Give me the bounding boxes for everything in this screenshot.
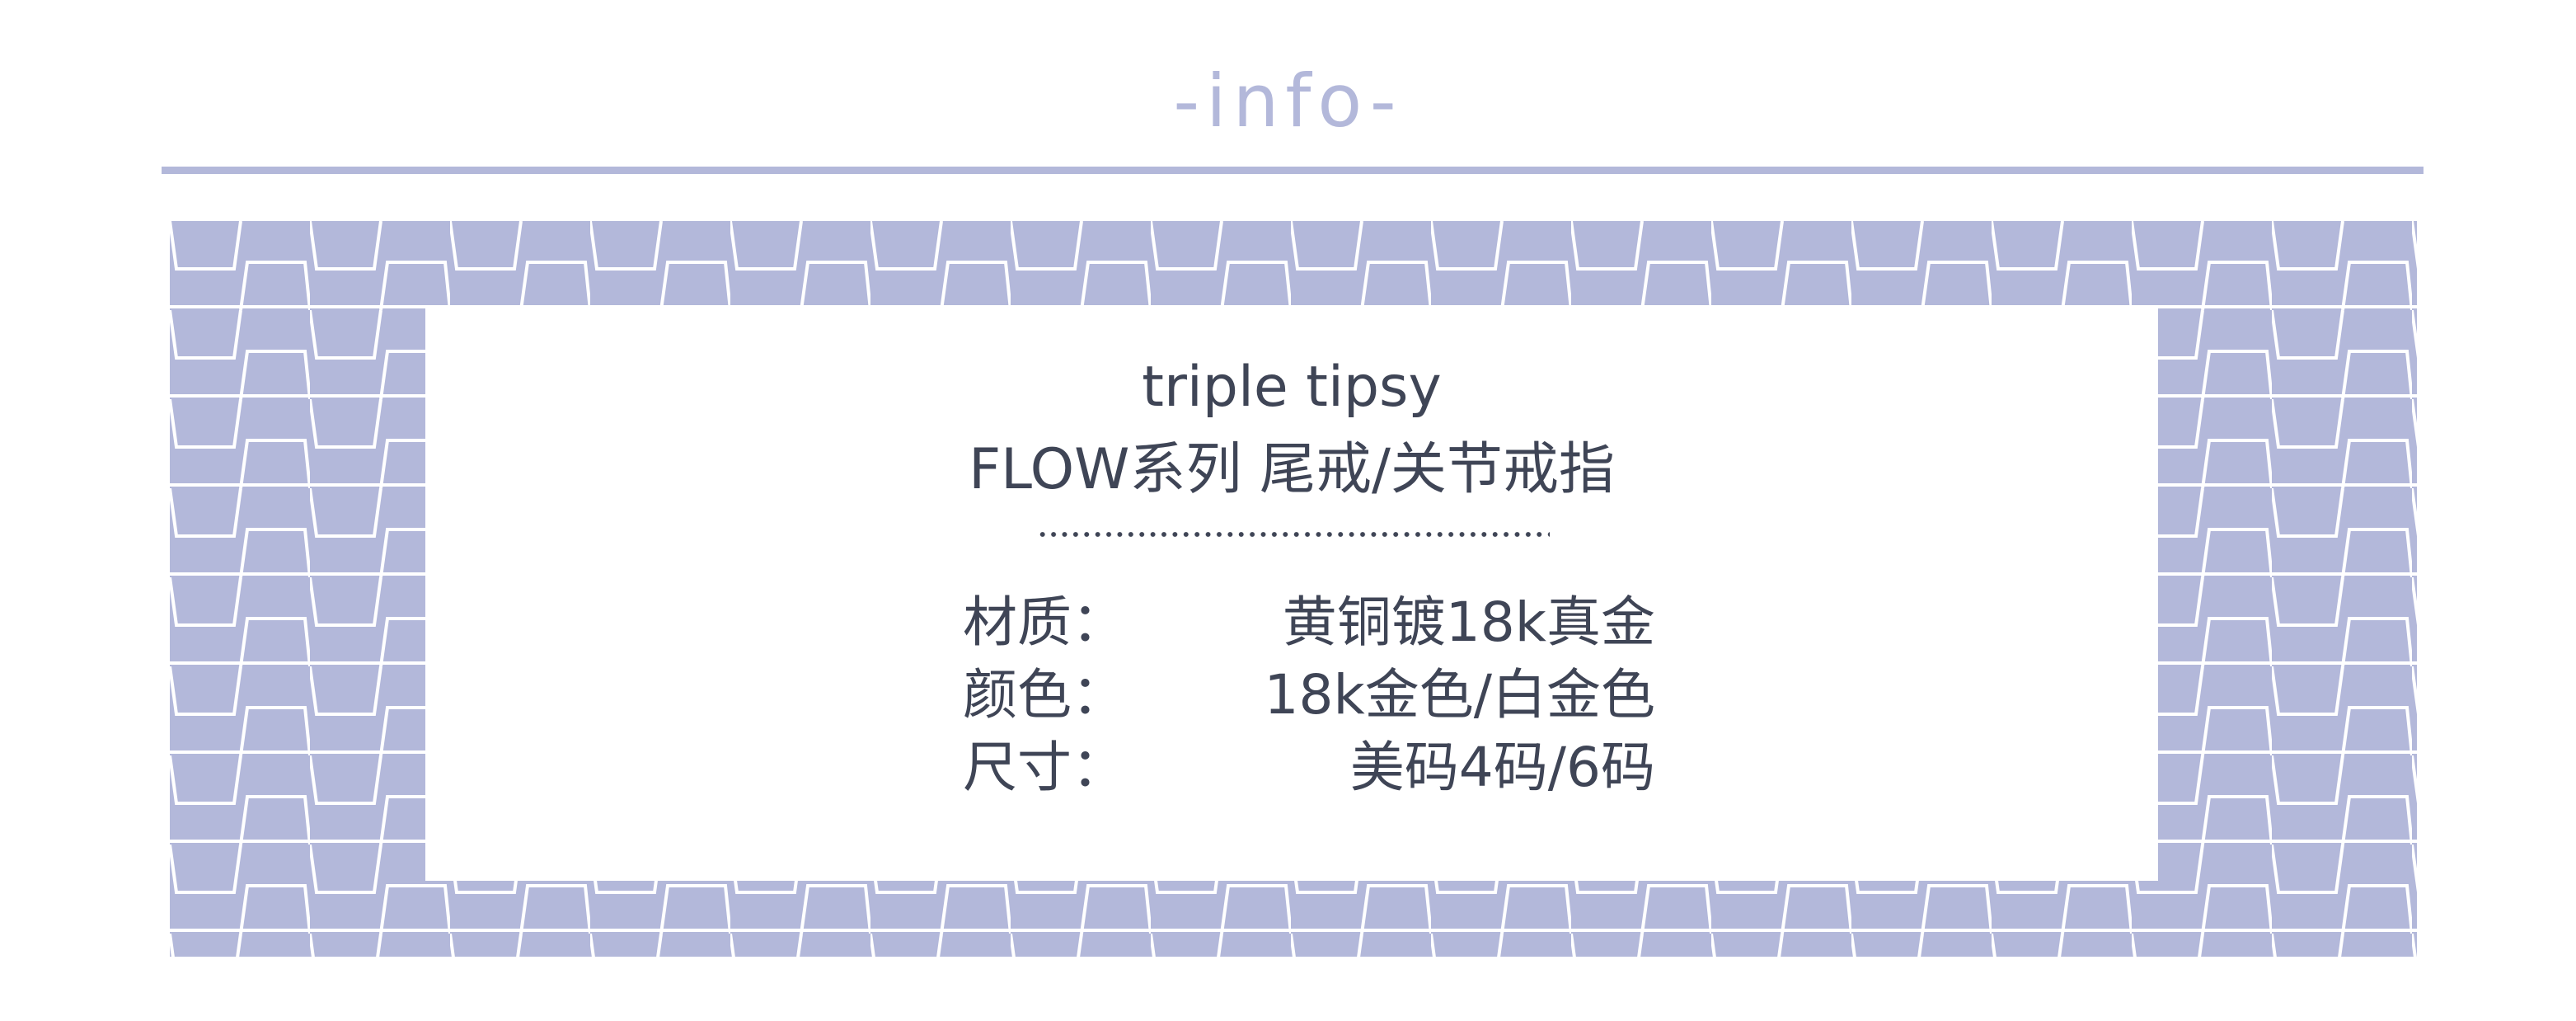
info-card: triple tipsy FLOW系列 尾戒/关节戒指 材质： 黄铜镀18k真金…: [425, 305, 2158, 881]
spec-label: 尺寸：: [963, 736, 1126, 799]
spec-value: 美码4码/6码: [1349, 736, 1655, 799]
spec-value: 黄铜镀18k真金: [1282, 590, 1655, 654]
spec-label: 材质：: [963, 590, 1126, 654]
info-title: -info-: [1173, 59, 1403, 144]
spec-row-material: 材质： 黄铜镀18k真金: [963, 586, 1655, 660]
product-series: FLOW系列 尾戒/关节戒指: [969, 437, 1615, 502]
dotted-separator: [1037, 529, 1550, 539]
spec-row-color: 颜色： 18k金色/白金色: [963, 658, 1655, 732]
spec-row-size: 尺寸： 美码4码/6码: [963, 731, 1655, 805]
product-name: triple tipsy: [1142, 355, 1442, 420]
spec-value: 18k金色/白金色: [1264, 663, 1655, 727]
header-divider: [162, 167, 2424, 174]
spec-label: 颜色：: [963, 663, 1126, 727]
